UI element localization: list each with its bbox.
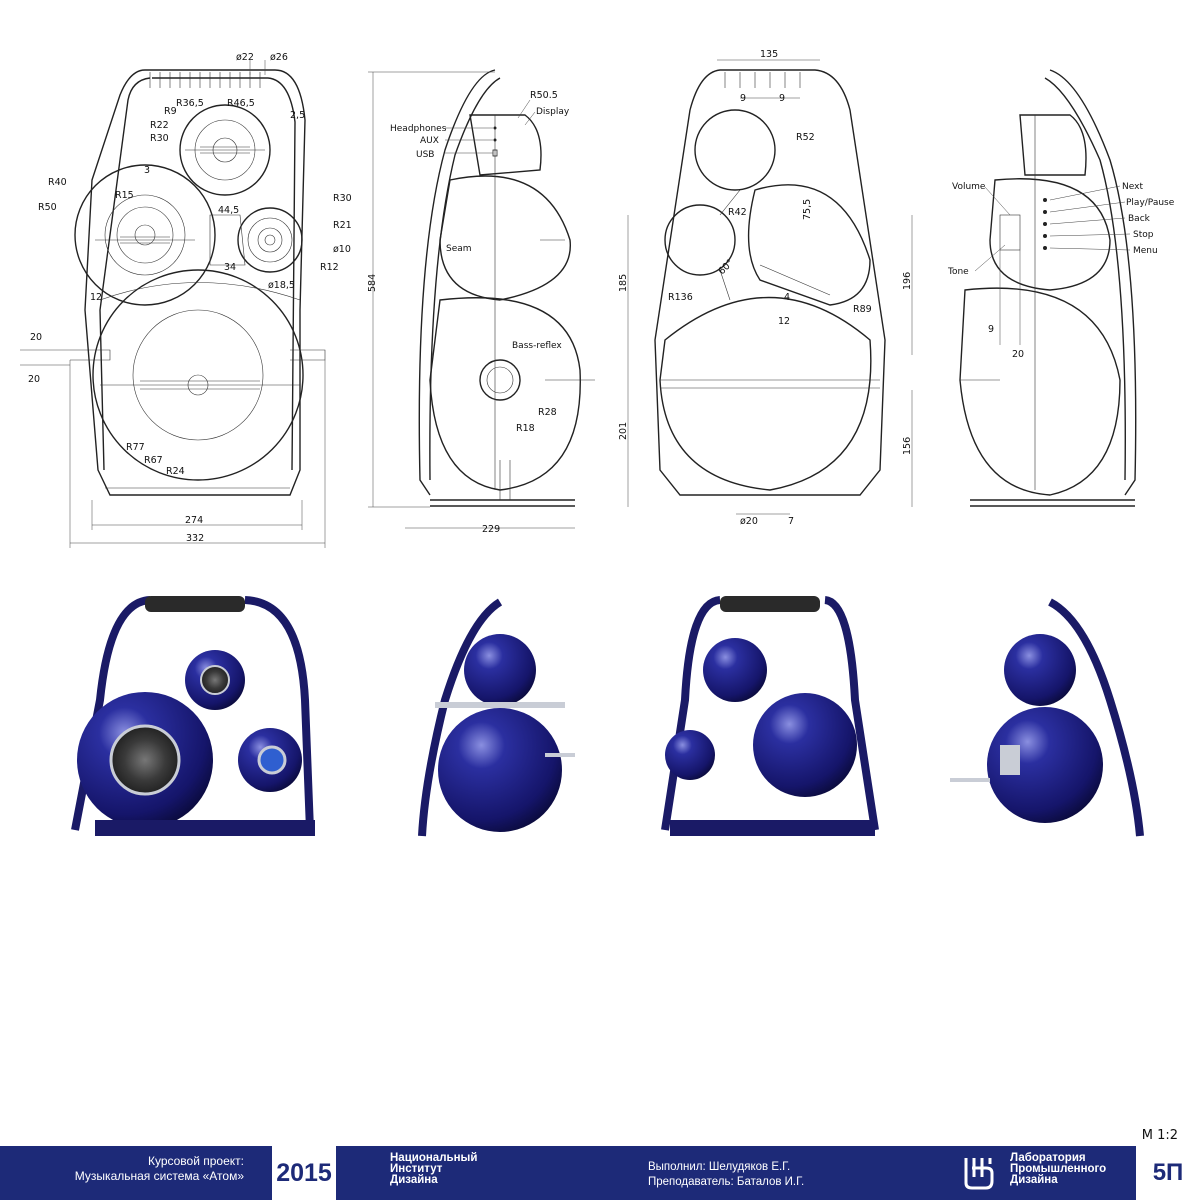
dim-back: R136	[668, 292, 693, 303]
label-play-pause: Play/Pause	[1126, 198, 1175, 208]
side-view-right: Volume Next Play/Pause Back Stop Menu To…	[947, 69, 1175, 507]
label-seam: Seam	[446, 244, 472, 254]
dim-front: 20	[30, 332, 42, 343]
dim-front: R15	[115, 190, 134, 201]
dim-front: ø18,5	[268, 280, 295, 291]
label-stop: Stop	[1133, 230, 1154, 240]
dim-front: 44,5	[218, 205, 239, 216]
lab-name: Лаборатория Промышленного Дизайна	[1010, 1146, 1140, 1200]
lab-line: Промышленного	[1010, 1163, 1107, 1175]
dim-back: 4	[784, 292, 790, 303]
label-usb: USB	[416, 150, 434, 160]
institute-line: Дизайна	[390, 1174, 438, 1186]
label-menu: Menu	[1133, 246, 1158, 256]
dim-front: R21	[333, 220, 352, 231]
course-subtitle: Музыкальная система «Атом»	[74, 1169, 244, 1183]
dim-front: 274	[185, 515, 203, 526]
year-badge: 2015	[272, 1146, 336, 1200]
dim-back: 135	[760, 49, 778, 60]
dim-front: R50	[38, 202, 57, 213]
front-view: ø22 ø26 R36,5 R46,5 R9 2,5 R22 R30 3 R40…	[20, 52, 352, 548]
render-side-right	[950, 598, 1144, 837]
dim-front: R46,5	[227, 98, 255, 109]
lab-line: Дизайна	[1010, 1174, 1058, 1186]
dim-back: 12	[778, 316, 790, 327]
dim-front: R40	[48, 177, 67, 188]
back-view: 135 9 9 R52 R42 75,5 60° 185 R136 4 12 R…	[618, 49, 913, 527]
course-info: Курсовой проект: Музыкальная система «Ат…	[0, 1146, 272, 1200]
label-volume: Volume	[952, 182, 986, 192]
dim-front: R77	[126, 442, 145, 453]
dim-side: 229	[482, 524, 500, 535]
label-next: Next	[1122, 182, 1143, 192]
render-front	[71, 596, 315, 836]
dim-back: 60°	[716, 257, 736, 277]
authors: Выполнил: Шелудяков Е.Г. Преподаватель: …	[648, 1146, 908, 1200]
dim-back: 9	[779, 93, 785, 104]
dim-front: 332	[186, 533, 204, 544]
dim-front: R30	[150, 133, 169, 144]
render-side-left	[418, 598, 575, 837]
dim-front: R67	[144, 455, 163, 466]
dim-back: R89	[853, 304, 872, 315]
dim-back: 156	[902, 437, 913, 455]
dim-front: R36,5	[176, 98, 204, 109]
dim-front: 2,5	[290, 110, 305, 121]
dim-front: 20	[28, 374, 40, 385]
side-view-left: Headphones AUX USB Display Seam Bass-ref…	[367, 69, 595, 535]
lab-logo-icon	[962, 1146, 1002, 1200]
institute-line: Институт	[390, 1163, 443, 1175]
dim-back: ø20	[740, 516, 758, 527]
label-headphones: Headphones	[390, 124, 447, 134]
dim-side-right: 9	[988, 324, 994, 335]
dim-front: 12	[90, 292, 102, 303]
dim-front: R9	[164, 106, 177, 117]
label-bass-reflex: Bass-reflex	[512, 341, 562, 351]
dim-back: R42	[728, 207, 747, 218]
institute-name: Национальный Институт Дизайна	[390, 1146, 550, 1200]
lab-line: Лаборатория	[1010, 1152, 1086, 1164]
dim-back: 185	[618, 274, 629, 292]
dim-back: 7	[788, 516, 794, 527]
label-display: Display	[536, 107, 570, 117]
dim-back: R52	[796, 132, 815, 143]
label-tone: Tone	[947, 267, 969, 277]
dim-side: R18	[516, 423, 535, 434]
dim-back: 75,5	[802, 199, 813, 220]
dim-side: R50.5	[530, 90, 558, 101]
course-title: Курсовой проект:	[147, 1154, 244, 1168]
handle-grip	[720, 596, 820, 612]
technical-drawings: ø22 ø26 R36,5 R46,5 R9 2,5 R22 R30 3 R40…	[20, 49, 1175, 548]
author-name: Выполнил: Шелудяков Е.Г.	[648, 1161, 791, 1173]
render-back	[661, 596, 879, 836]
dim-side-right: 20	[1012, 349, 1024, 360]
dim-front: ø26	[270, 52, 288, 63]
dim-front: R30	[333, 193, 352, 204]
dim-side: R28	[538, 407, 557, 418]
product-renders	[71, 596, 1144, 837]
dim-back: 9	[740, 93, 746, 104]
dim-front: ø22	[236, 52, 254, 63]
dim-back: 201	[618, 422, 629, 440]
teacher-name: Преподаватель: Баталов И.Г.	[648, 1176, 805, 1188]
sheet-number: 5П	[1136, 1146, 1200, 1200]
dim-front: R24	[166, 466, 185, 477]
dim-front: 34	[224, 262, 236, 273]
dim-side: 584	[367, 274, 378, 292]
handle-grip	[145, 596, 245, 612]
dim-front: R22	[150, 120, 169, 131]
dim-front: R12	[320, 262, 339, 273]
label-back: Back	[1128, 214, 1151, 224]
dim-back: 196	[902, 272, 913, 290]
dim-front: 3	[144, 165, 150, 176]
dim-front: ø10	[333, 244, 351, 255]
institute-line: Национальный	[390, 1152, 478, 1164]
title-block: Курсовой проект: Музыкальная система «Ат…	[0, 1146, 1200, 1200]
scale-label: М 1:2	[1141, 1128, 1178, 1143]
label-aux: AUX	[420, 136, 439, 146]
